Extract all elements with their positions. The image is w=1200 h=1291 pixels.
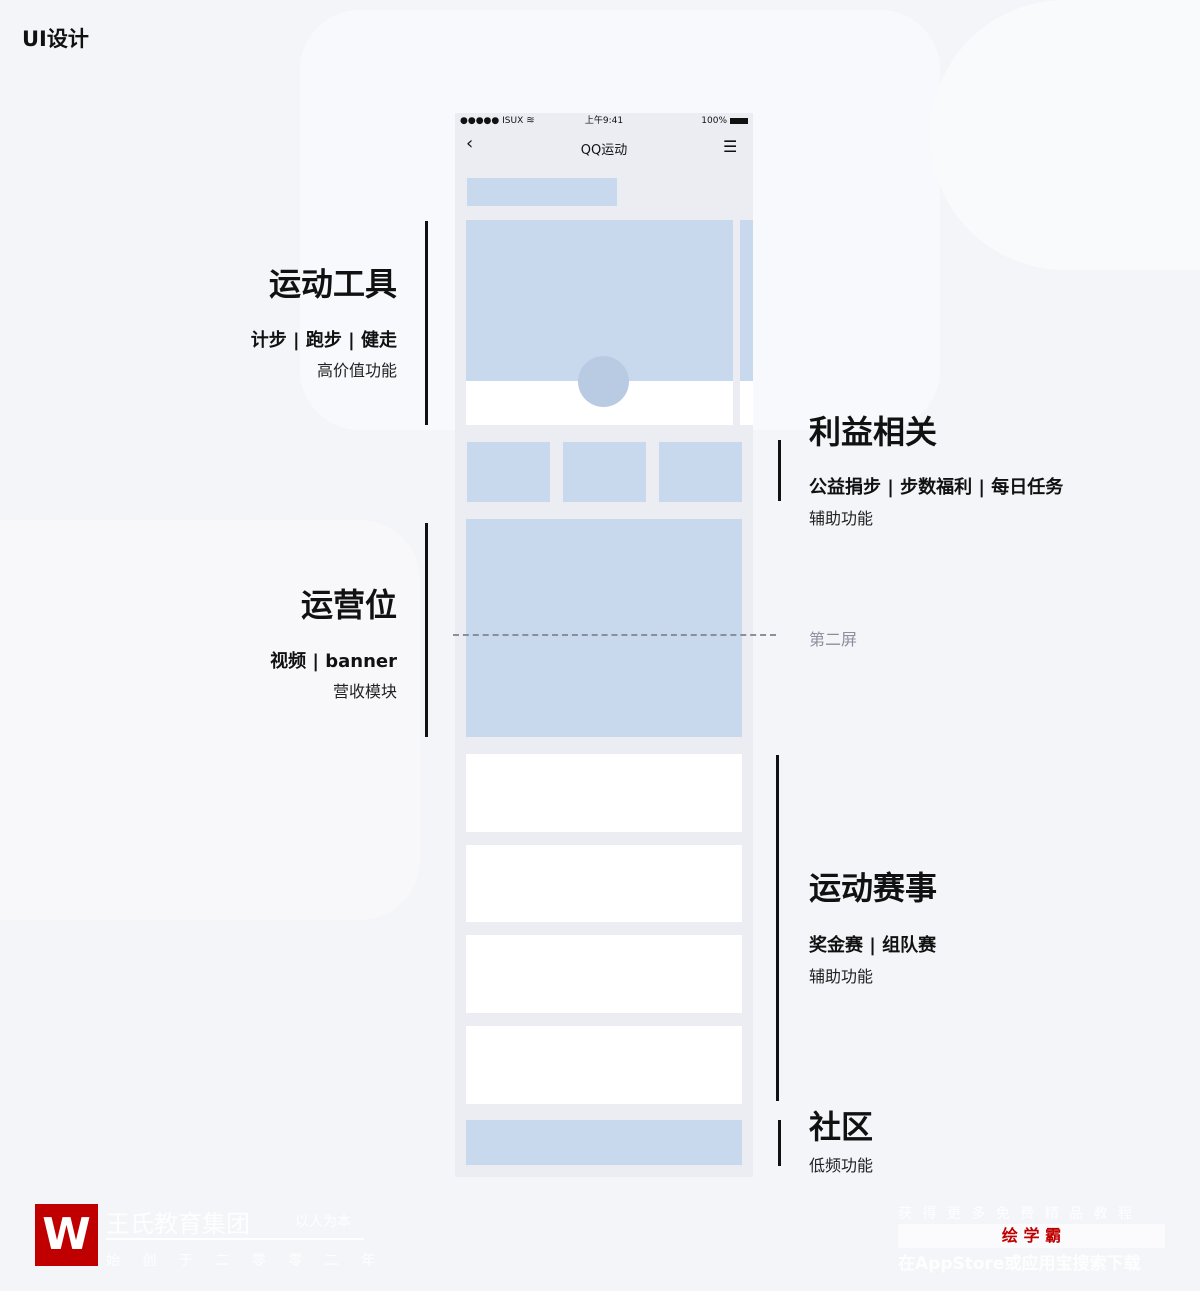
next-card[interactable]	[740, 220, 753, 425]
page-title: UI设计	[22, 27, 89, 51]
bg-shape	[0, 520, 420, 920]
community-title: 社区	[809, 1108, 874, 1146]
event-card[interactable]	[466, 935, 742, 1013]
status-left: ●●●●● ISUX ≋	[460, 115, 535, 127]
watermark-name: 王氏教育集团	[106, 1210, 250, 1238]
section-bracket	[778, 1120, 781, 1166]
benefit-tile[interactable]	[467, 442, 550, 502]
status-right: 100%	[701, 115, 748, 127]
community-placeholder[interactable]	[466, 1120, 742, 1165]
benefits-title: 利益相关	[809, 413, 938, 451]
section-bracket	[425, 221, 428, 425]
watermark-slogan: 以人为本	[295, 1214, 351, 1230]
wifi-icon: ≋	[526, 115, 535, 126]
benefits-note: 辅助功能	[809, 509, 874, 528]
brand-logo: W	[35, 1204, 98, 1266]
tools-items: 计步 | 跑步 | 健走	[250, 330, 397, 351]
event-card[interactable]	[466, 1026, 742, 1104]
event-card[interactable]	[466, 754, 742, 832]
menu-icon[interactable]: ☰	[723, 137, 738, 156]
tools-note: 高价值功能	[316, 361, 397, 380]
section-header-placeholder	[467, 178, 617, 206]
watermark-download: 在AppStore或应用宝搜索下载	[898, 1254, 1141, 1274]
start-button-placeholder[interactable]	[578, 356, 629, 407]
community-note: 低频功能	[809, 1156, 874, 1175]
second-screen-label: 第二屏	[809, 630, 858, 649]
event-card[interactable]	[466, 845, 742, 922]
phone-wireframe: ●●●●● ISUX ≋ 上午9:41 100% ‹ QQ运动 ☰	[455, 113, 753, 1177]
watermark-since: 始 创 于 二 零 零 二 年	[106, 1253, 385, 1269]
benefit-tile[interactable]	[659, 442, 742, 502]
banner-placeholder[interactable]	[466, 519, 742, 737]
events-title: 运动赛事	[809, 869, 938, 907]
nav-title: QQ运动	[580, 143, 628, 158]
back-icon[interactable]: ‹	[466, 133, 474, 154]
ops-note: 营收模块	[332, 682, 397, 701]
second-screen-divider	[453, 634, 776, 636]
battery-icon	[730, 118, 748, 124]
status-time: 上午9:41	[584, 116, 624, 126]
benefits-items: 公益捐步 | 步数福利 | 每日任务	[809, 477, 1064, 498]
section-bracket	[776, 755, 779, 1101]
section-bracket	[778, 440, 781, 501]
status-center: 上午9:41	[455, 115, 753, 127]
watermark-promo: 获 得 更 多 免 费 精 品 教 程	[898, 1206, 1136, 1222]
events-note: 辅助功能	[809, 967, 874, 986]
events-items: 奖金赛 | 组队赛	[809, 935, 937, 956]
battery-text: 100%	[701, 116, 727, 126]
ops-title: 运营位	[300, 586, 397, 624]
carrier: ●●●●● ISUX	[460, 116, 524, 126]
watermark-brand: 绘 学 霸	[898, 1224, 1165, 1248]
tool-card[interactable]	[466, 220, 733, 425]
watermark-divider	[106, 1238, 364, 1240]
ops-items: 视频 | banner	[270, 651, 397, 672]
bg-shape	[930, 0, 1200, 270]
section-bracket	[425, 523, 428, 737]
tools-title: 运动工具	[268, 265, 397, 303]
benefit-tile[interactable]	[563, 442, 646, 502]
